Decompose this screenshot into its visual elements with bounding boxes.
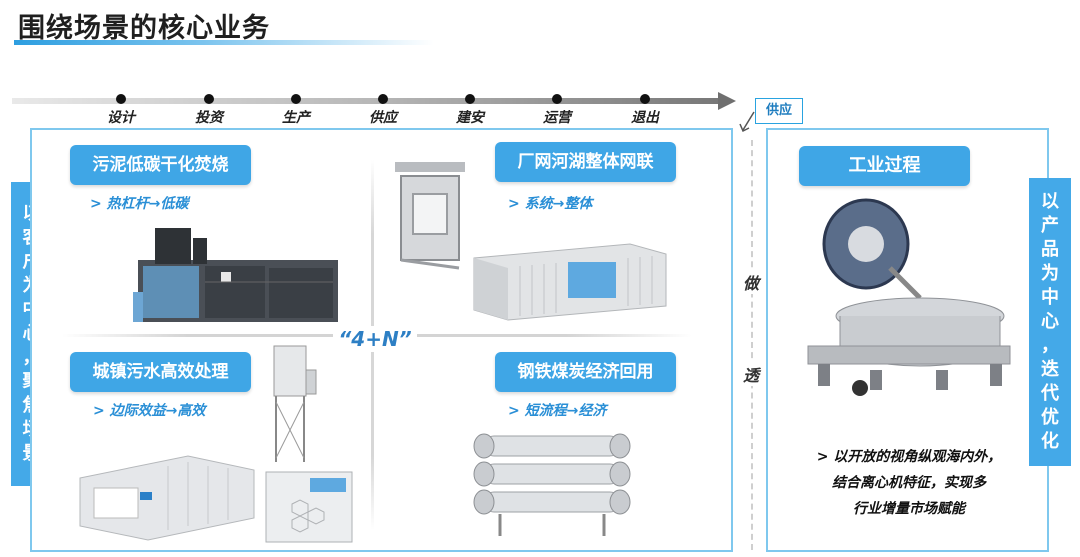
quadrant-subtitle-steel: > 短流程→经济: [508, 403, 607, 419]
timeline-stage-exit: 退出: [615, 94, 675, 127]
quadrant-subtitle-sewage: > 边际效益→高效: [93, 403, 206, 419]
timeline-stage-label: 生产: [282, 110, 310, 126]
timeline-dot: [465, 94, 475, 104]
modular-unit-image: [265, 471, 353, 543]
quadrant-title-sewage: 城镇污水高效处理: [70, 352, 251, 392]
pointer-arrow-icon: [739, 111, 755, 133]
divider-word-do: 做: [743, 270, 760, 294]
timeline-dot: [116, 94, 126, 104]
quadrant-subtitle-sludge: > 热杠杆→低碳: [90, 196, 189, 212]
timeline-stage-design: 设计: [91, 94, 151, 127]
industrial-process-title: 工业过程: [799, 146, 970, 186]
timeline-stage-label: 建安: [456, 110, 484, 126]
page-title: 围绕场景的核心业务: [18, 13, 270, 44]
timeline-stage-label: 供应: [369, 110, 397, 126]
title-underline: [14, 40, 434, 45]
treatment-plant-image: [79, 455, 255, 541]
quadrant-title-sludge: 污泥低碳干化焚烧: [70, 145, 251, 185]
drying-incinerator-image: [133, 228, 338, 322]
timeline-stage-build: 建安: [440, 94, 500, 127]
timeline-stage-operate: 运营: [527, 94, 587, 127]
timeline-dot: [291, 94, 301, 104]
timeline-stage-label: 设计: [107, 110, 135, 126]
timeline-stage-label: 投资: [195, 110, 223, 126]
timeline-dot: [640, 94, 650, 104]
panel-divider: [751, 140, 753, 550]
filter-tower-image: [273, 345, 317, 462]
tube-bundle-image: [473, 433, 631, 536]
quadrant-title-steel: 钢铁煤炭经济回用: [495, 352, 676, 392]
divider-word-thorough: 透: [743, 362, 760, 386]
timeline-stage-invest: 投资: [179, 94, 239, 127]
timeline-stage-produce: 生产: [266, 94, 326, 127]
industrial-process-description: > 以开放的视角纵观海内外， 结合离心机特征，实现多 行业增量市场赋能: [816, 449, 1002, 517]
timeline-arrow-icon: [718, 92, 736, 110]
container-unit-image: [473, 243, 667, 321]
sluice-gate-image: [395, 162, 465, 270]
timeline-dot: [552, 94, 562, 104]
centrifuge-image: [807, 198, 1011, 396]
timeline-dot: [378, 94, 388, 104]
product-focus-label: 以产品为中心，迭代优化: [1029, 178, 1071, 466]
timeline-stage-label: 退出: [631, 110, 659, 126]
supply-tag: 供应: [755, 98, 803, 124]
timeline-stage-label: 运营: [543, 110, 571, 126]
timeline-bar: [12, 98, 722, 104]
center-label: “4+N”: [333, 326, 417, 352]
quadrant-subtitle-network: > 系统→整体: [508, 196, 593, 212]
timeline-stage-supply: 供应: [353, 94, 413, 127]
quadrant-title-network: 厂网河湖整体网联: [495, 142, 676, 182]
timeline-dot: [204, 94, 214, 104]
